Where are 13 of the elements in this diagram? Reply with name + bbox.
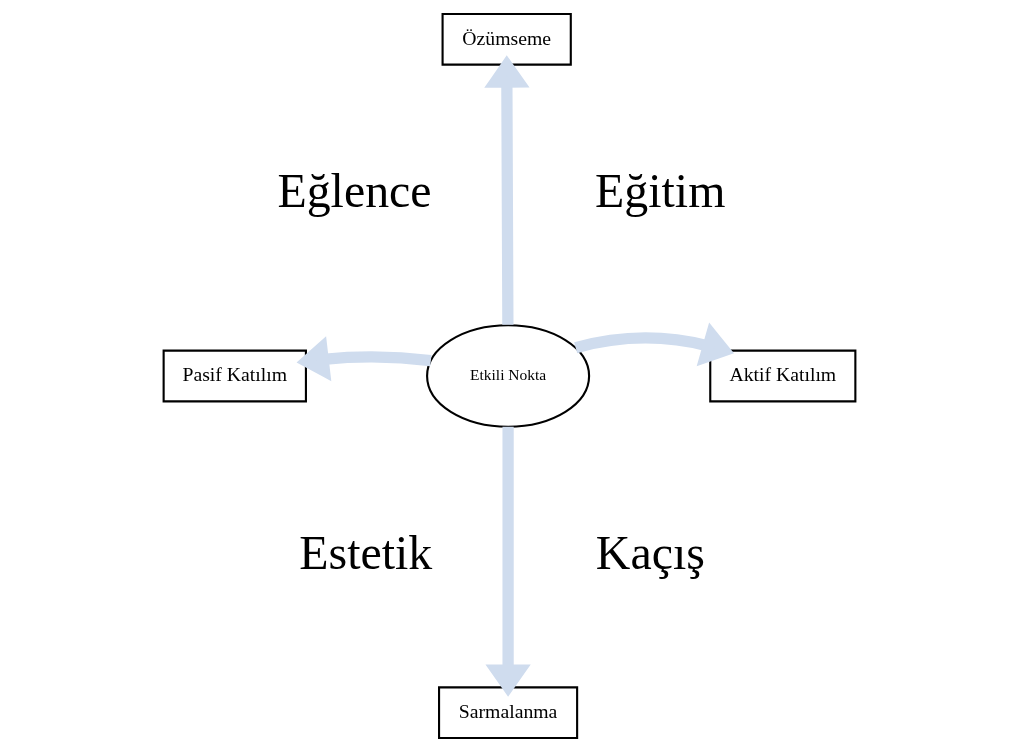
- arrow: [296, 336, 432, 382]
- label: Eğitim: [595, 164, 726, 218]
- arrow: [485, 426, 531, 697]
- label: Eğlence: [277, 164, 432, 218]
- node-box: Özümseme: [441, 12, 572, 66]
- node-ellipse: Etkili Nokta: [426, 324, 591, 428]
- node-box: Pasif Katılım: [162, 349, 307, 403]
- arrow: [574, 322, 734, 367]
- node-box: Aktif Katılım: [709, 349, 857, 403]
- label: Estetik: [299, 526, 433, 580]
- arrow: [484, 55, 530, 325]
- node-box: Sarmalanma: [438, 686, 579, 740]
- label: Kaçış: [595, 526, 705, 580]
